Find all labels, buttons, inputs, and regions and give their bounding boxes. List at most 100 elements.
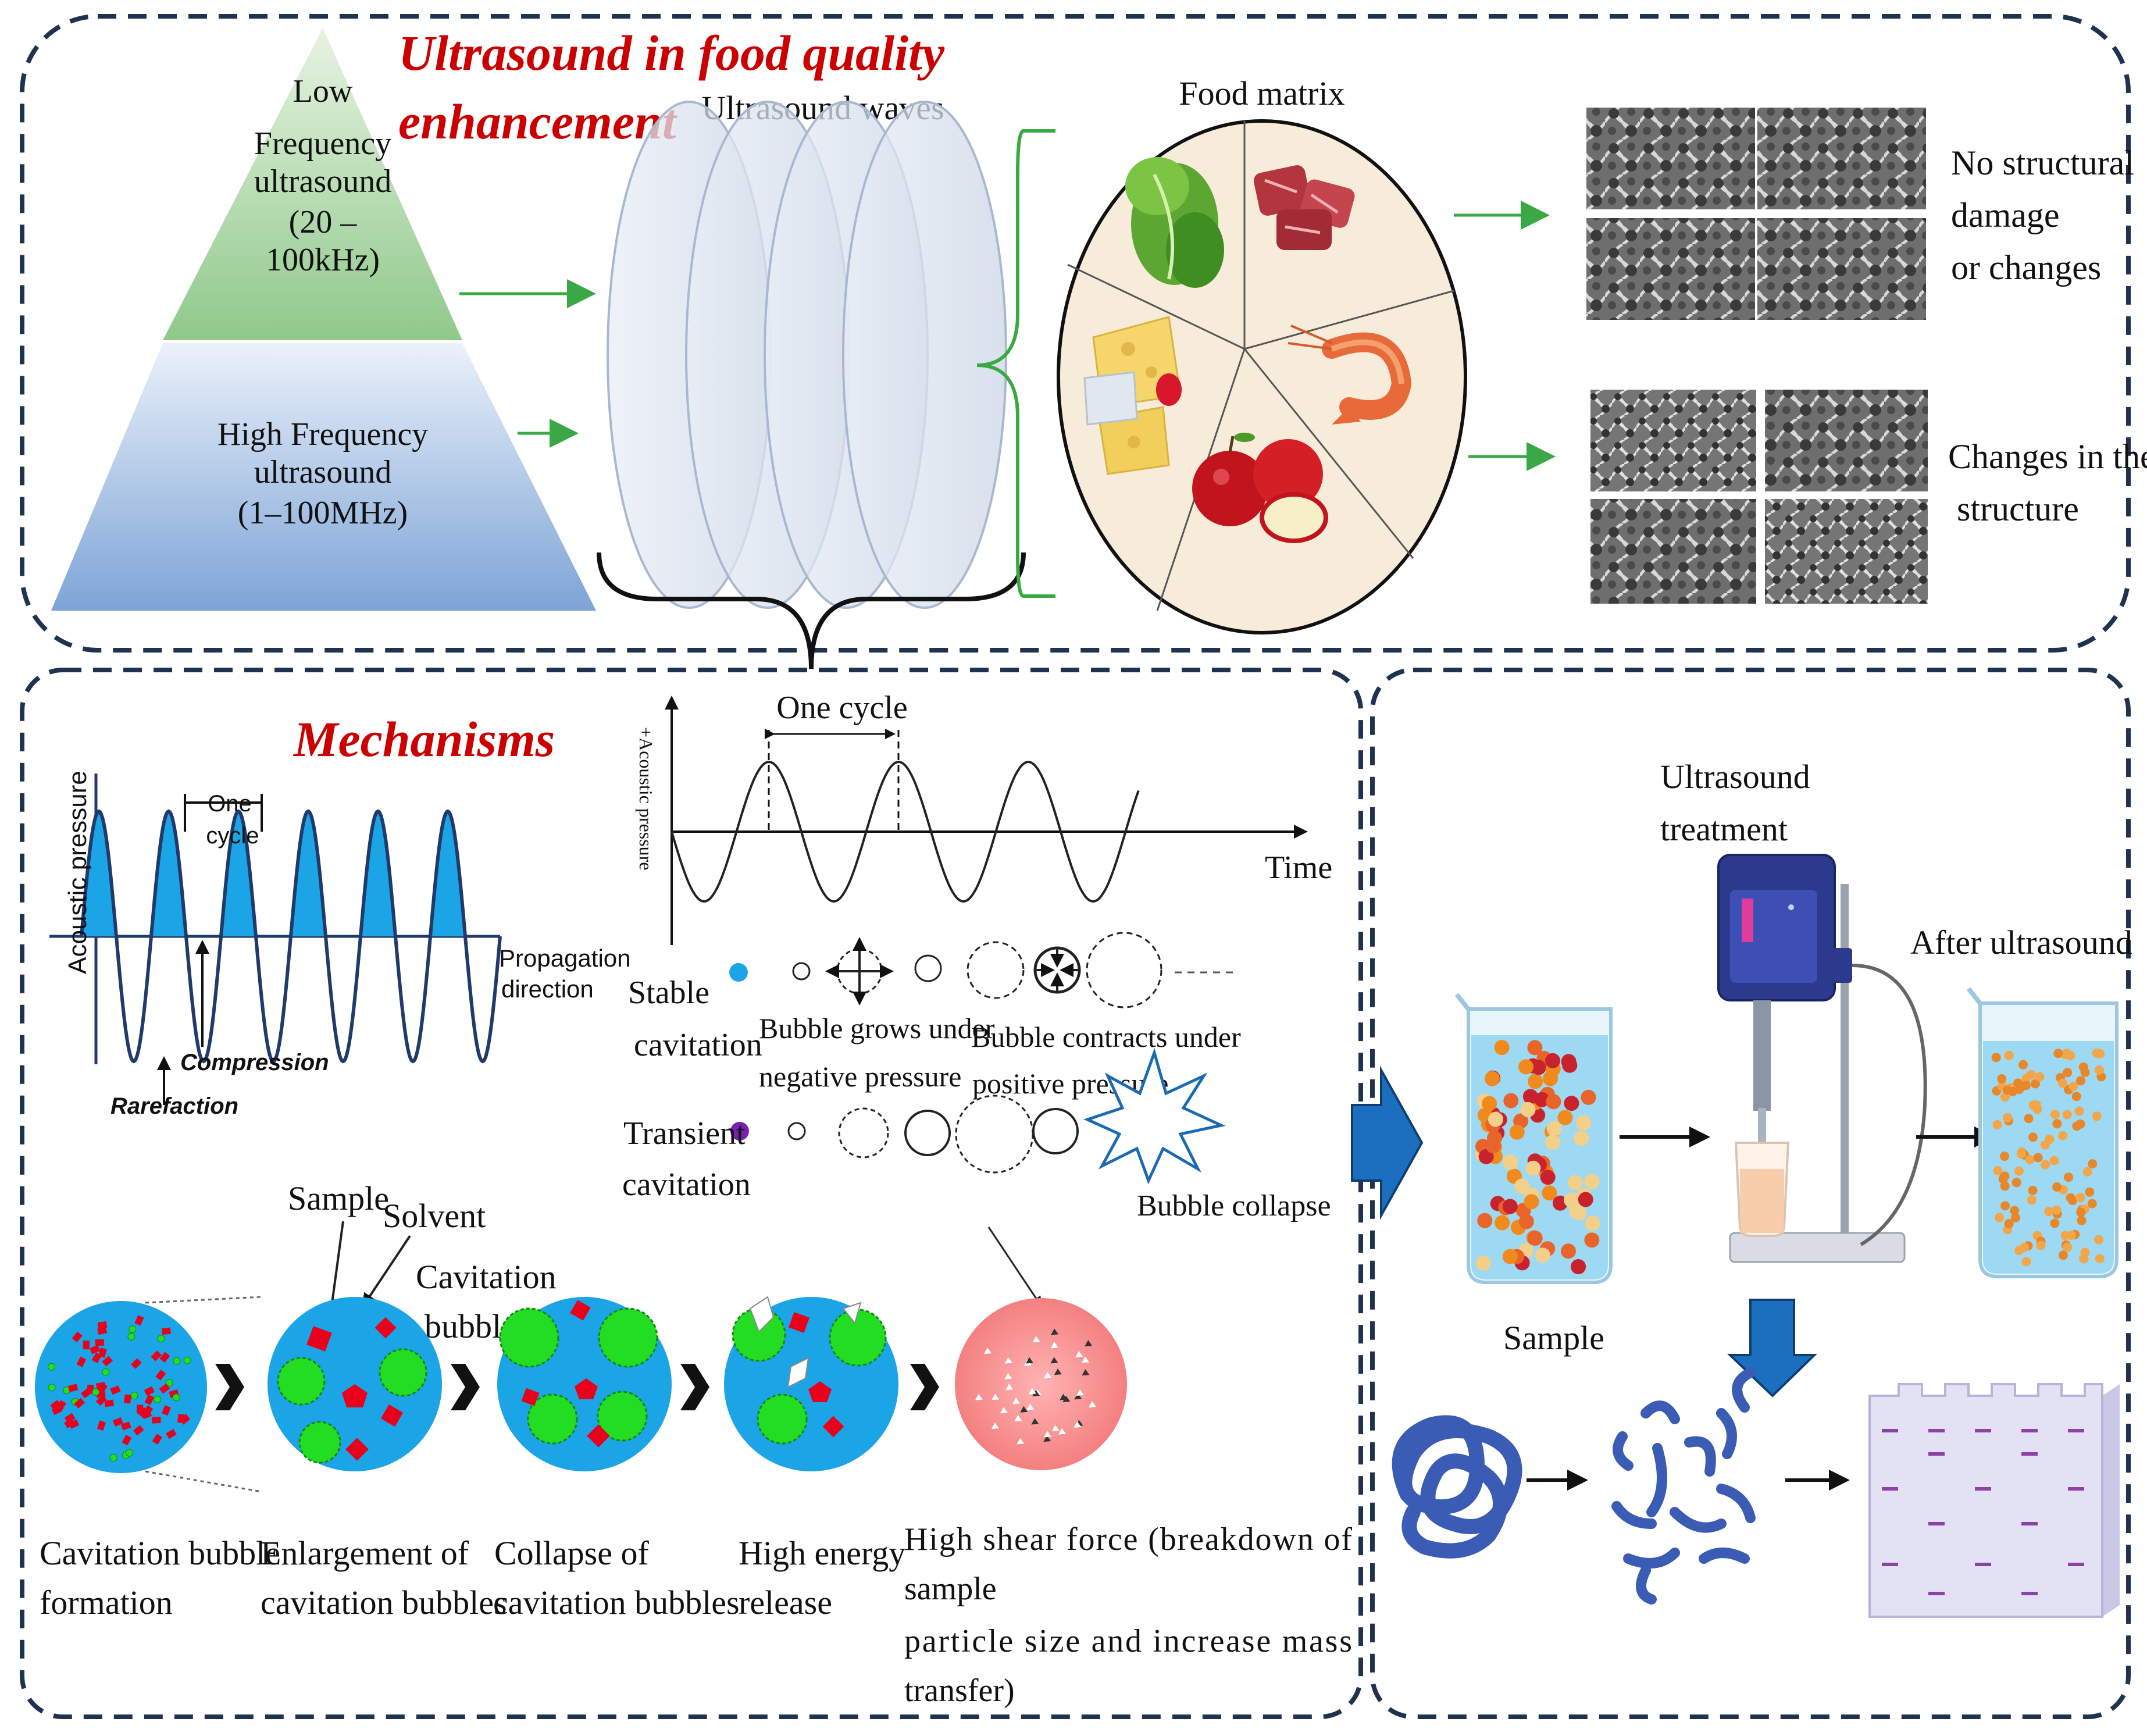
beaker-particle	[2064, 1172, 2073, 1182]
beaker-particle	[2050, 1218, 2060, 1228]
step5-line1: High shear force (breakdown of	[904, 1521, 1352, 1557]
protein-fragments	[1611, 1367, 1756, 1605]
sample-fragment	[1043, 1431, 1051, 1438]
sample-particle	[67, 1384, 79, 1392]
sample-particle	[162, 1405, 171, 1416]
beaker-particle	[1545, 1053, 1560, 1068]
sample-particle	[152, 1434, 163, 1445]
beaker-particle	[2095, 1049, 2105, 1058]
food-matrix-label: Food matrix	[1179, 74, 1344, 112]
grows-line1: Bubble grows under	[759, 1012, 995, 1045]
wave2-ylabel: +Acoustic pressure	[636, 727, 657, 870]
after-ultrasound-label: After ultrasound	[1910, 924, 2132, 961]
sample-particle	[97, 1327, 108, 1335]
step5-line4: transfer)	[904, 1673, 1015, 1709]
beaker-particle	[1475, 1255, 1491, 1271]
beaker-particle	[2004, 1050, 2014, 1060]
ultrasound-device	[1717, 854, 1927, 1263]
beaker-particle	[2021, 1257, 2031, 1267]
sample-particle	[159, 1352, 170, 1363]
sample-particle	[122, 1434, 132, 1446]
acoustic-wave-time	[665, 696, 1308, 945]
beaker-particle	[2041, 1160, 2050, 1170]
beaker-particle	[1518, 1214, 1534, 1229]
sample-fragment	[1004, 1373, 1012, 1379]
stable-line2: cavitation	[634, 1027, 762, 1063]
stable-line1: Stable	[628, 975, 709, 1011]
beaker-particle	[1564, 1192, 1579, 1208]
beaker-particle	[2035, 1072, 2045, 1082]
nucleus-bubble	[130, 1392, 138, 1400]
beaker-particle	[1527, 1231, 1543, 1246]
beaker-particle	[2082, 1167, 2092, 1177]
sample-fragment	[1051, 1425, 1060, 1432]
beaker-particle	[1581, 1089, 1596, 1105]
sample-particle	[112, 1417, 123, 1427]
sample-particle	[131, 1358, 142, 1369]
transient-bubble	[904, 1110, 951, 1156]
sample-particle	[104, 1399, 114, 1407]
beaker-particle	[1478, 1149, 1494, 1164]
wave1-propagation-line1: Propagation	[499, 944, 631, 972]
beaker-particle	[2045, 1134, 2055, 1144]
beaker-particle	[2004, 1219, 2014, 1228]
sample-particle	[144, 1386, 155, 1396]
beaker-particle	[2076, 1207, 2086, 1217]
beaker-particle	[2013, 1078, 2023, 1088]
sample-fragment	[1051, 1328, 1059, 1335]
beaker-particle	[2072, 1121, 2082, 1131]
sample-fragment	[1028, 1388, 1036, 1395]
nucleus-bubble	[172, 1393, 180, 1402]
step2-line1: Enlargement of	[261, 1534, 469, 1572]
beaker-particle	[1576, 1115, 1592, 1131]
mechanisms-panel-frame	[20, 668, 1363, 1719]
step1-line1: Cavitation bubble	[40, 1534, 280, 1572]
beaker-particle	[2062, 1110, 2072, 1120]
beaker-particle	[2058, 1131, 2068, 1140]
top-panel-frame	[20, 14, 2131, 653]
beaker-particle	[1545, 1135, 1560, 1150]
beaker-particle	[2025, 1154, 2035, 1164]
low-frequency-pyramid	[163, 28, 462, 340]
sample-particle	[76, 1356, 87, 1367]
sample-particle	[161, 1327, 171, 1335]
sample-particle	[90, 1345, 101, 1354]
cav-bubble-line1: Cavitation	[416, 1258, 557, 1296]
beaker-particle	[1520, 1102, 1536, 1117]
sample-fragment	[1088, 1401, 1096, 1408]
transient-bubble	[1032, 1108, 1079, 1154]
sample-particle	[95, 1339, 105, 1346]
beaker-particle	[1525, 1160, 1541, 1176]
high-freq-line3: (1–100MHz)	[238, 495, 408, 531]
beaker-particle	[1495, 1215, 1510, 1231]
sample-fragment	[1031, 1418, 1039, 1425]
beaker-particle	[2016, 1149, 2026, 1158]
transient-bubble	[955, 1095, 1034, 1174]
low-freq-line2: Frequency	[254, 126, 391, 162]
transient-bubble	[838, 1107, 889, 1158]
solvent-pointer	[362, 1235, 411, 1308]
beaker-particle	[2028, 1132, 2038, 1142]
beaker-particle	[2074, 1106, 2084, 1116]
treatment-panel-frame	[1370, 668, 2131, 1719]
sample-particle	[152, 1416, 161, 1424]
nucleus-bubble	[129, 1325, 137, 1334]
cheese-icon	[1083, 316, 1182, 475]
solvent-label: Solvent	[383, 1197, 486, 1235]
sample-particle	[50, 1400, 62, 1410]
sample-fragment	[1062, 1395, 1071, 1402]
sample-fragment	[1074, 1393, 1082, 1400]
beaker-particle	[1514, 1178, 1530, 1194]
beaker-particle	[2000, 1152, 2010, 1161]
no-damage-line2: damage	[1951, 196, 2060, 234]
sample-particle	[102, 1356, 113, 1367]
beaker-particle	[1527, 1040, 1543, 1056]
beaker-particle	[1534, 1092, 1550, 1107]
contracting-bubble	[1033, 946, 1081, 994]
beaker-particle	[1528, 1074, 1543, 1089]
step3-circle	[497, 1297, 672, 1471]
large-bubble	[966, 941, 1025, 999]
nucleus-bubble	[173, 1357, 181, 1365]
beaker-particle	[1503, 1154, 1518, 1170]
sample-particle	[97, 1321, 108, 1329]
